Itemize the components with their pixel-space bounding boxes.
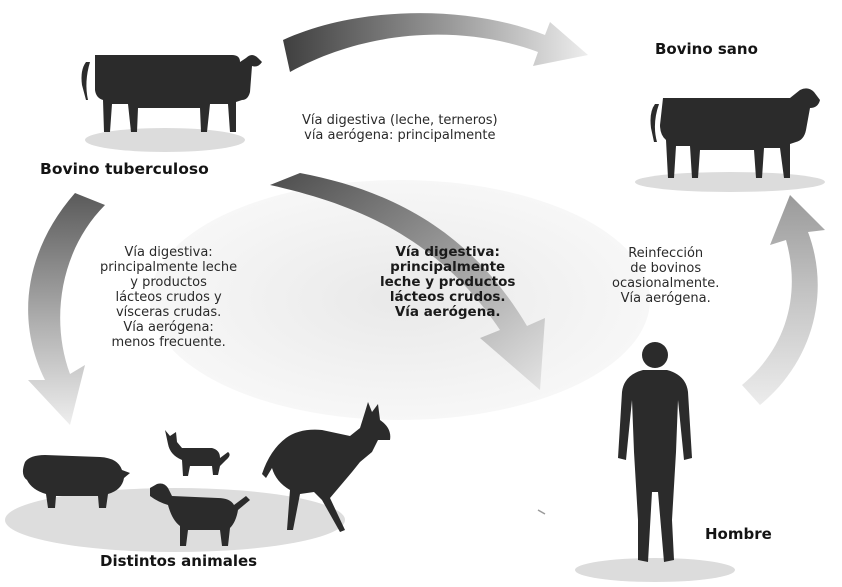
route-left-line-7: menos frecuente. <box>100 335 237 350</box>
man-icon-hombre <box>618 342 692 562</box>
route-left-line-6: Vía aerógena: <box>100 320 237 335</box>
label-hombre: Hombre <box>705 525 772 543</box>
arrow-left-bovino-to-animales <box>28 193 105 425</box>
route-right-line-2: de bovinos <box>612 261 719 276</box>
arrow-top-bovino-tuberculoso-to-sano <box>283 13 588 72</box>
route-right-text: Reinfección de bovinos ocasionalmente. V… <box>612 246 719 306</box>
route-right-line-3: ocasionalmente. <box>612 276 719 291</box>
route-center-line-2: principalmente <box>380 260 515 275</box>
arrow-right-hombre-to-sano <box>742 195 825 405</box>
shadow-bovino-sano <box>635 172 825 192</box>
route-left-line-3: y productos <box>100 275 237 290</box>
route-top-line-1: Vía digestiva (leche, terneros) <box>302 113 498 128</box>
cow-icon-bovino-sano <box>651 88 821 178</box>
route-left-line-4: lácteos crudos y <box>100 290 237 305</box>
route-left-line-5: vísceras crudas. <box>100 305 237 320</box>
route-right-line-1: Reinfección <box>612 246 719 261</box>
route-top-line-2: vía aerógena: principalmente <box>302 128 498 143</box>
route-center-text: Vía digestiva: principalmente leche y pr… <box>380 245 515 320</box>
route-left-text: Vía digestiva: principalmente leche y pr… <box>100 245 237 350</box>
route-left-line-1: Vía digestiva: <box>100 245 237 260</box>
decor-tick <box>538 510 545 514</box>
route-center-line-1: Vía digestiva: <box>380 245 515 260</box>
route-left-line-2: principalmente leche <box>100 260 237 275</box>
route-center-line-4: lácteos crudos. <box>380 290 515 305</box>
shadow-hombre <box>575 558 735 582</box>
label-bovino-tuberculoso: Bovino tuberculoso <box>40 160 209 178</box>
cow-icon-bovino-tuberculoso <box>82 55 263 132</box>
route-right-line-4: Vía aerógena. <box>612 291 719 306</box>
route-top-text: Vía digestiva (leche, terneros) vía aeró… <box>302 113 498 143</box>
route-center-line-3: leche y productos <box>380 275 515 290</box>
route-center-line-5: Vía aerógena. <box>380 305 515 320</box>
label-bovino-sano: Bovino sano <box>655 40 758 58</box>
label-distintos-animales: Distintos animales <box>100 552 257 570</box>
